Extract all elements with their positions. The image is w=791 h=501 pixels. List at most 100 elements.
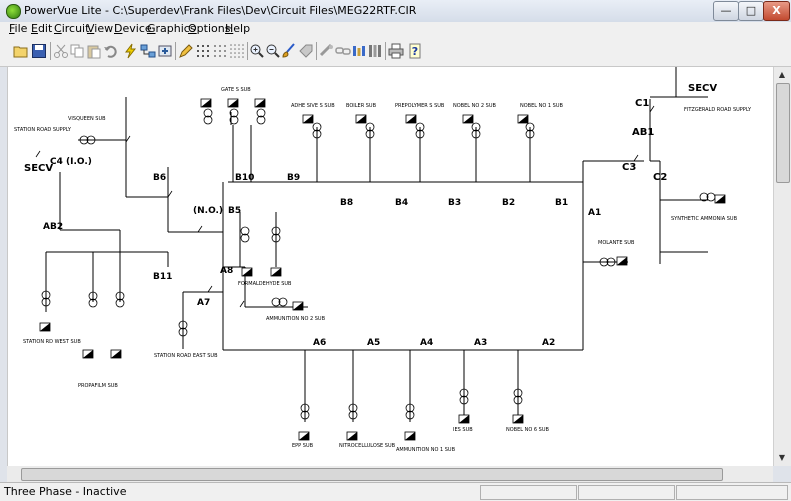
sub-label: NOBEL NO 2 SUB — [453, 103, 497, 109]
title-bar[interactable]: PowerVue Lite - C:\Superdev\Frank Files\… — [0, 0, 791, 23]
bus-label: A8 — [220, 266, 233, 276]
bus-label: B8 — [340, 198, 353, 208]
c4-label: C4 (I.O.) — [50, 157, 92, 167]
window-title: PowerVue Lite - C:\Superdev\Frank Files\… — [24, 4, 417, 17]
maximize-button[interactable]: □ — [738, 1, 764, 21]
sub-label: VISQUEEN SUB — [68, 116, 106, 122]
ab1-label: AB1 — [632, 127, 654, 138]
sub-label: NOBEL NO 6 SUB — [506, 427, 550, 433]
sub-label: IES SUB — [453, 427, 473, 433]
sub-label: FITZGERALD ROAD SUPPLY — [684, 107, 752, 113]
status-mode: Three Phase - Inactive — [4, 485, 127, 498]
grid-icon[interactable] — [195, 43, 211, 59]
app-icon — [6, 4, 21, 19]
open-icon[interactable] — [13, 43, 29, 59]
scroll-up-icon[interactable]: ▲ — [774, 67, 790, 83]
load-symbols — [39, 98, 726, 441]
sub-label: AMMUNITION NO 1 SUB — [396, 447, 456, 453]
bus-label: B9 — [287, 173, 300, 183]
no-label-1: (N.O.) — [193, 206, 223, 216]
sub-label: AMMUNITION NO 2 SUB — [266, 316, 326, 322]
chain-icon[interactable] — [335, 43, 351, 59]
vertical-scrollbar[interactable]: ▲ ▼ — [773, 67, 791, 466]
menu-device[interactable]: Device — [114, 22, 152, 35]
bus-label: B1 — [555, 198, 568, 208]
link-icon[interactable] — [319, 43, 335, 59]
lightning-icon[interactable] — [123, 43, 139, 59]
c3-label: C3 — [622, 162, 636, 173]
close-button[interactable]: X — [763, 1, 790, 21]
sub-label: NITROCELLULOSE SUB — [339, 443, 396, 449]
minimize-button[interactable]: — — [713, 1, 739, 21]
save-icon[interactable] — [31, 43, 47, 59]
diagram-canvas[interactable]: SECV C1 AB1 C2 C3 SECV C4 (I.O.) AB2 (N.… — [7, 67, 774, 466]
paste-icon[interactable] — [86, 43, 102, 59]
horizontal-scroll-thumb[interactable] — [21, 468, 723, 481]
undo-icon[interactable] — [103, 43, 119, 59]
toolbar: ? — [0, 36, 791, 67]
help-icon[interactable]: ? — [407, 43, 423, 59]
horizontal-scrollbar[interactable] — [7, 466, 773, 482]
menu-options[interactable]: Options — [188, 22, 231, 35]
menu-edit[interactable]: Edit — [31, 22, 53, 35]
transformer-symbols — [41, 108, 716, 420]
sub-label: FORMALDEHYDE SUB — [238, 281, 292, 287]
menu-file[interactable]: File — [9, 22, 28, 35]
substation-labels: GATE S SUB ADHE SIVE S SUB BOILER SUB PR… — [14, 87, 752, 453]
secv-left-label: SECV — [24, 163, 53, 174]
bus-label: A5 — [367, 338, 380, 348]
bus-label: B5 — [228, 206, 241, 216]
menu-circuit[interactable]: Circuit — [54, 22, 90, 35]
secv-top-label: SECV — [688, 83, 717, 94]
refresh-icon[interactable] — [157, 43, 173, 59]
bus-label: A2 — [542, 338, 555, 348]
paint-icon[interactable] — [281, 43, 297, 59]
sub-label: PREPOLYMER S SUB — [395, 103, 445, 109]
bars-icon[interactable] — [351, 43, 367, 59]
svg-text:?: ? — [412, 45, 418, 58]
pencil-icon[interactable] — [178, 43, 194, 59]
sub-label: NOBEL NO 1 SUB — [520, 103, 564, 109]
c2-label: C2 — [653, 172, 667, 183]
menu-help[interactable]: Help — [225, 22, 251, 35]
sub-label: EPP SUB — [292, 443, 314, 449]
ab2-label: AB2 — [43, 222, 63, 232]
sub-label: PROPAFILM SUB — [78, 383, 118, 389]
cut-icon[interactable] — [53, 43, 69, 59]
sub-label: STATION RD WEST SUB — [23, 339, 81, 345]
bus-label: B2 — [502, 198, 515, 208]
print-icon[interactable] — [388, 43, 404, 59]
sub-label: SYNTHETIC AMMONIA SUB — [671, 216, 738, 222]
grid-dense-icon[interactable] — [229, 43, 245, 59]
copy-icon[interactable] — [69, 43, 85, 59]
bus-label: B3 — [448, 198, 461, 208]
status-panel — [578, 485, 675, 500]
menu-bar: File Edit Circuit View Device Graphics O… — [0, 22, 791, 36]
bus-label: A7 — [197, 298, 210, 308]
c1-label: C1 — [635, 98, 649, 109]
sub-label: STATION ROAD SUPPLY — [14, 127, 72, 133]
tag-icon[interactable] — [298, 43, 314, 59]
sub-label: GATE S SUB — [221, 87, 251, 93]
vertical-scroll-thumb[interactable] — [776, 83, 790, 183]
bus-label: B4 — [395, 198, 408, 208]
network-icon[interactable] — [140, 43, 156, 59]
sub-label: ADHE SIVE S SUB — [291, 103, 335, 109]
zoom-out-icon[interactable] — [265, 43, 281, 59]
columns-icon[interactable] — [367, 43, 383, 59]
sub-label: BOILER SUB — [346, 103, 377, 109]
zoom-in-icon[interactable] — [249, 43, 265, 59]
bus-label: A4 — [420, 338, 433, 348]
bus-label: A1 — [588, 208, 601, 218]
bus-label: A3 — [474, 338, 487, 348]
menu-view[interactable]: View — [87, 22, 114, 35]
bus-label: B10 — [235, 173, 254, 183]
bus-labels: B10 B9 B8 B4 B3 B2 B1 B6 B5 B11 A1 A8 A7… — [153, 173, 601, 348]
menu-graphics[interactable]: Graphics — [147, 22, 196, 35]
grid-dots-icon[interactable] — [212, 43, 228, 59]
sub-label: STATION ROAD EAST SUB — [154, 353, 218, 359]
bus-label: A6 — [313, 338, 326, 348]
single-line-diagram: SECV C1 AB1 C2 C3 SECV C4 (I.O.) AB2 (N.… — [14, 67, 752, 453]
bus-label: B11 — [153, 272, 172, 282]
scroll-down-icon[interactable]: ▼ — [774, 450, 790, 466]
